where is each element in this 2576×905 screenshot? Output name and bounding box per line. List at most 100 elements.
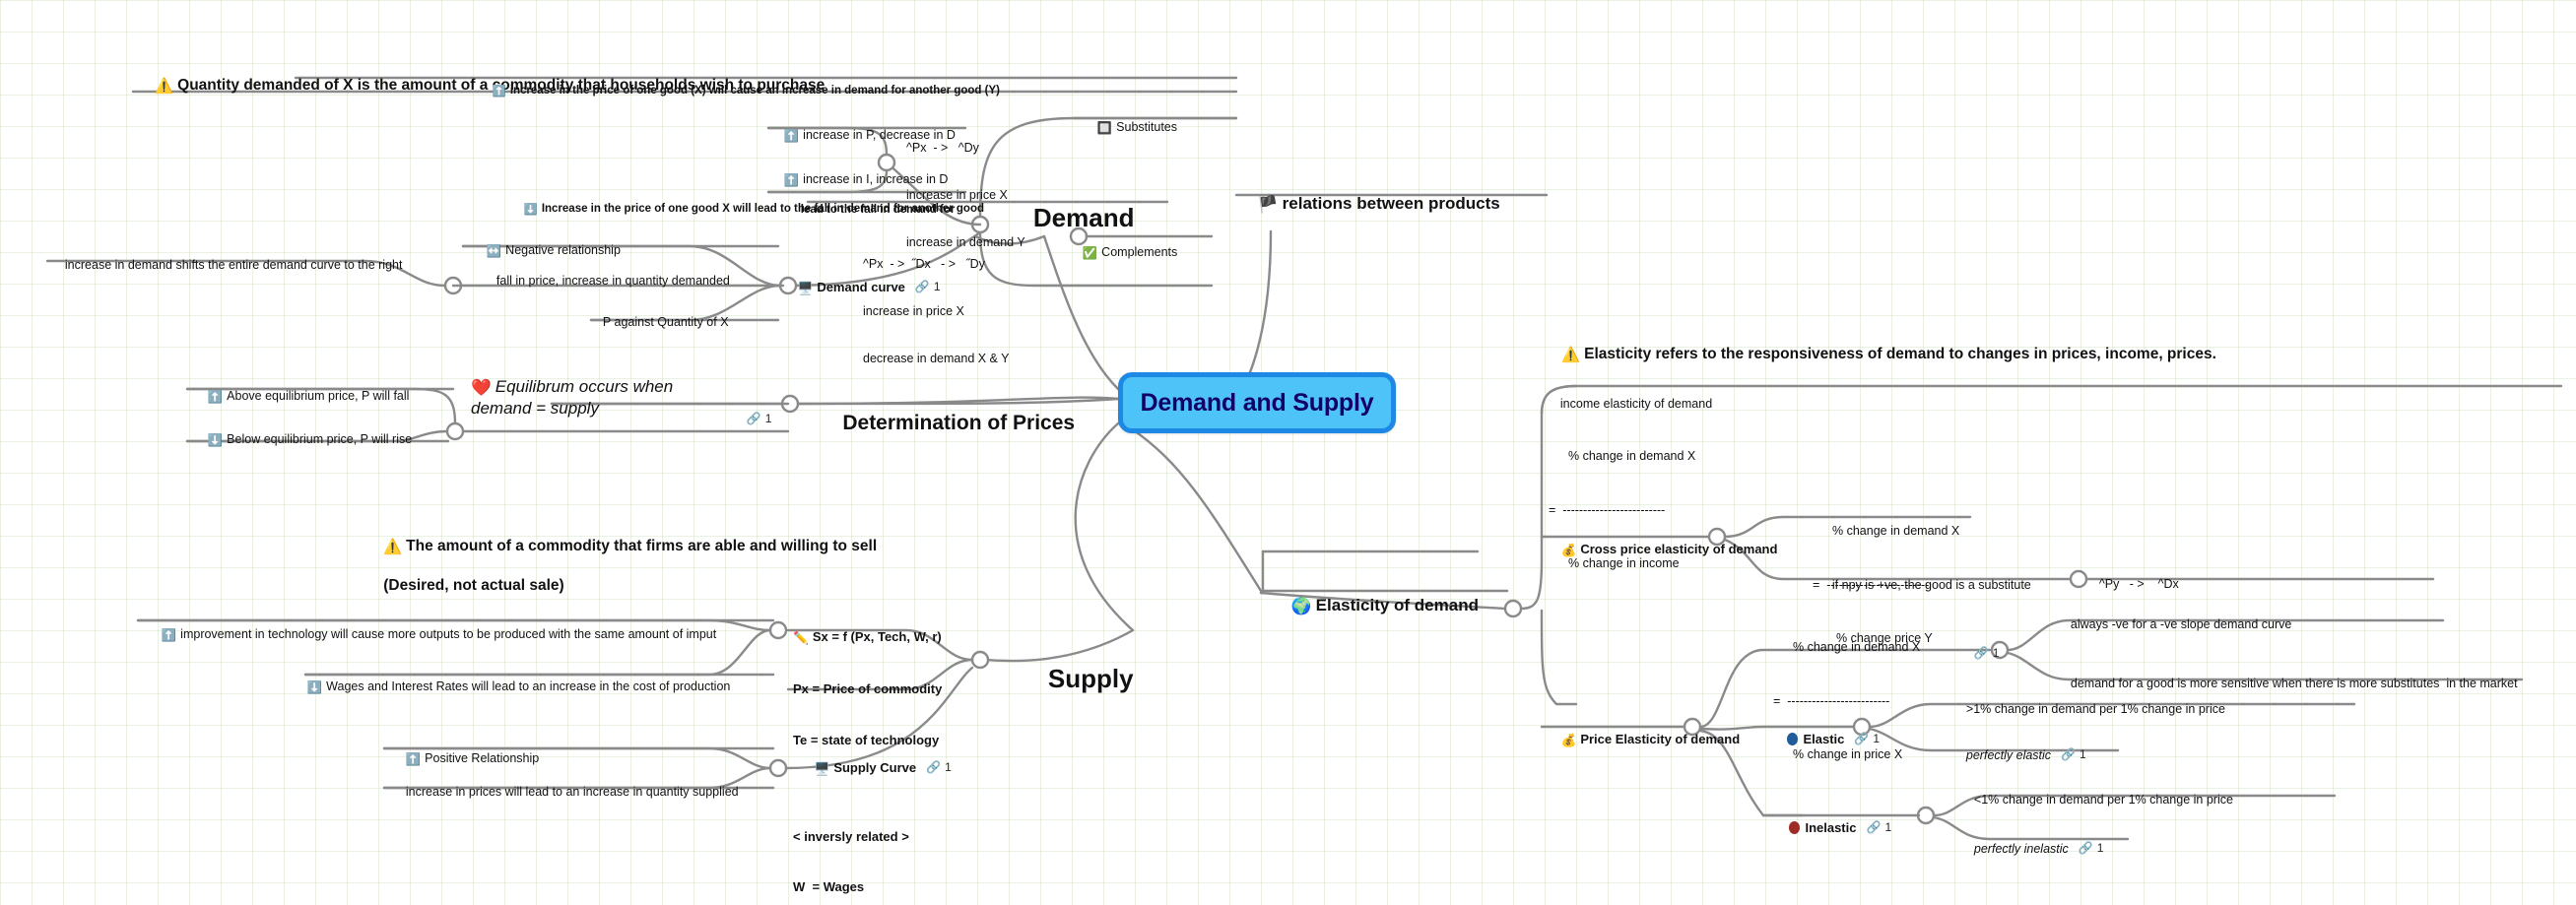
inelastic-node[interactable]: Inelastic 🔗1: [1775, 804, 1891, 853]
complements-note[interactable]: ⬇️Increase in the price of one good X wi…: [511, 187, 984, 231]
income-elasticity-formula[interactable]: % change in demand X = -----------------…: [1549, 412, 1695, 608]
warning-icon: ⚠️: [1561, 346, 1581, 363]
attachment-icon[interactable]: 🔗1: [1854, 731, 1881, 745]
white-square-icon: 🔲: [1096, 121, 1113, 135]
elasticity-callout[interactable]: ⚠️Elasticity refers to the responsivenes…: [1545, 325, 2216, 384]
cross-formula-bar: = -------------------------: [1813, 577, 1930, 592]
demand-curve-node[interactable]: 🖥️Demand curve🔗1: [783, 263, 941, 313]
substitutes-note[interactable]: ⬆️increase in the price of one good (X) …: [480, 69, 1000, 113]
arrow-up-box-icon: ⬆️: [207, 390, 224, 404]
price-formula-denominator: % change in price X: [1793, 747, 1903, 761]
attachment-icon[interactable]: 🔗1: [926, 759, 952, 774]
attachment-icon[interactable]: 🔗1: [1866, 819, 1892, 834]
price-elasticity-clip[interactable]: 🔗1: [1947, 624, 2000, 684]
attachment-icon[interactable]: 🔗1: [2078, 841, 2104, 855]
money-bag-icon: 💰: [1560, 732, 1577, 747]
attachment-icon[interactable]: 🔗1: [914, 279, 941, 293]
elastic-desc-node[interactable]: >1% change in demand per 1% change in pr…: [1952, 685, 2225, 733]
fall-in-price-node[interactable]: fall in price, increase in quantity dema…: [483, 257, 730, 304]
more-substitutes-note[interactable]: demand for a good is more sensitive when…: [2057, 660, 2518, 707]
inelastic-desc-text: <1% change in demand per 1% change in pr…: [1973, 793, 2233, 807]
price-formula-numerator: % change in demand X: [1793, 640, 1921, 655]
elastic-label: Elastic: [1803, 731, 1845, 746]
supply-branch-title[interactable]: Supply: [1020, 630, 1134, 729]
complements-node[interactable]: ✅Complements: [1069, 228, 1177, 278]
complements-note-overlap-text: lead to the fall in demand for: [800, 203, 956, 216]
cross-price-formula[interactable]: % change in demand X = -----------------…: [1813, 486, 1959, 682]
supply-formula-node[interactable]: ✏️Sx = f (Px, Tech, W, r) Px = Price of …: [793, 595, 942, 905]
red-dot-icon: [1789, 820, 1801, 834]
demand-callout[interactable]: ⚠️Quantity demanded of X is the amount o…: [138, 56, 825, 115]
arrow-up-box-icon: ⬆️: [783, 173, 800, 187]
equilibrium-text: Equilibrum occurs when demand = supply: [471, 377, 674, 419]
supply-formula-line2: Px = Price of commodity: [793, 681, 943, 697]
price-elasticity-label: Price Elasticity of demand: [1580, 731, 1741, 746]
neg-slope-note[interactable]: always -ve for a -ve slope demand curve: [2057, 601, 2291, 648]
cross-substitute-formula-text: ^Py - > ^Dx: [2098, 577, 2179, 591]
substitutes-node[interactable]: 🔲Substitutes: [1084, 103, 1177, 153]
positive-relationship-node[interactable]: ⬆️Positive Relationship: [392, 735, 539, 784]
inelastic-label: Inelastic: [1805, 819, 1857, 835]
price-qty-note-text: increase in prices will lead to an incre…: [405, 785, 739, 799]
increase-p-node[interactable]: ⬆️increase in P, decrease in D: [770, 111, 956, 161]
demand-callout-text: Quantity demanded of X is the amount of …: [177, 76, 826, 94]
demand-branch-title[interactable]: Demand: [1005, 169, 1135, 268]
positive-relationship-text: Positive Relationship: [425, 751, 540, 765]
central-node[interactable]: Demand and Supply: [1118, 372, 1396, 433]
complements-note-overlap[interactable]: lead to the fall in demand for: [788, 188, 956, 231]
arrow-up-box-icon: ⬆️: [161, 628, 177, 642]
substitutes-note-text: increase in the price of one good (X) wi…: [509, 84, 1000, 97]
arrow-up-box-icon: ⬆️: [405, 752, 422, 766]
cross-substitute-note-text: if npy is +ve, the good is a substitute: [1831, 578, 2031, 592]
px-dy-formula-line1: ^Px - > ^Dy: [906, 141, 979, 155]
equilibrium-node[interactable]: ❤️Equilibrum occurs when demand = supply: [471, 376, 717, 420]
tech-note[interactable]: ⬆️improvement in technology will cause m…: [148, 611, 716, 660]
inelastic-desc-node[interactable]: <1% change in demand per 1% change in pr…: [1960, 776, 2233, 823]
price-qty-note[interactable]: increase in prices will lead to an incre…: [392, 768, 739, 815]
below-equilibrium-node[interactable]: ⬇️Below equilibrium price, P will rise: [194, 416, 412, 465]
attachment-icon[interactable]: 🔗1: [2061, 747, 2086, 761]
prices-branch-title-text: Determination of Prices: [842, 411, 1076, 434]
supply-formula-line4: < inversly related >: [793, 828, 909, 844]
p-against-q-node[interactable]: P against Quantity of X: [589, 298, 729, 346]
supply-formula-line5: W = Wages: [793, 879, 865, 895]
perfectly-elastic-node[interactable]: perfectly elastic 🔗1: [1952, 732, 2086, 779]
elastic-node[interactable]: Elastic 🔗1: [1773, 715, 1880, 764]
arrow-down-box-icon: ⬇️: [207, 433, 224, 447]
cross-substitute-note[interactable]: if npy is +ve, the good is a substitute: [1818, 561, 2031, 609]
elasticity-branch-title[interactable]: 🌍Elasticity of demand: [1273, 573, 1479, 638]
px-dy-formula-node[interactable]: ^Px - > ^Dy increase in price X increase…: [906, 108, 1025, 282]
income-elasticity-node[interactable]: income elasticity of demand: [1547, 380, 1712, 427]
complements-label: Complements: [1101, 245, 1178, 259]
above-equilibrium-node[interactable]: ⬆️Above equilibrium price, P will fall: [194, 372, 410, 421]
cross-substitute-formula[interactable]: ^Py - > ^Dx: [2085, 560, 2179, 608]
price-formula-bar: = -------------------------: [1773, 693, 1890, 708]
attachment-icon[interactable]: 🔗1: [746, 412, 772, 426]
tech-note-text: improvement in technology will cause mor…: [180, 627, 717, 641]
price-elasticity-node[interactable]: 💰Price Elasticity of demand: [1547, 715, 1740, 765]
wages-note[interactable]: ⬇️Wages and Interest Rates will lead to …: [294, 663, 730, 712]
supply-callout-line2: (Desired, not actual sale): [383, 577, 564, 595]
arrow-up-box-icon: ⬆️: [492, 85, 506, 97]
cross-price-elasticity-node[interactable]: 💰Cross price elasticity of demand: [1547, 525, 1777, 575]
increase-i-node[interactable]: ⬆️increase in I, increase in D: [770, 156, 949, 205]
demand-curve-label: Demand curve: [817, 279, 905, 294]
perfectly-inelastic-node[interactable]: perfectly inelastic🔗1: [1960, 825, 2104, 873]
supply-callout[interactable]: ⚠️The amount of a commodity that firms a…: [366, 517, 877, 615]
perfectly-elastic-text: perfectly elastic: [1965, 748, 2052, 762]
equilibrium-clip[interactable]: 🔗1: [719, 390, 772, 450]
supply-callout-line1: The amount of a commodity that firms are…: [406, 537, 878, 554]
px-dx-dy-formula-node[interactable]: ^Px - > ˝Dx - > ˝Dy increase in price X …: [863, 225, 1009, 398]
negative-relationship-node[interactable]: ↔️Negative relationship: [473, 226, 621, 276]
px-dy-formula-line3: increase in demand Y: [906, 235, 1025, 249]
arrow-up-box-icon: ⬆️: [783, 129, 800, 143]
price-elasticity-formula[interactable]: % change in demand X = -----------------…: [1773, 603, 1920, 799]
demand-shift-note[interactable]: increase in demand shifts the entire dem…: [51, 241, 403, 289]
prices-branch-title[interactable]: Determination of Prices: [820, 384, 1075, 464]
supply-curve-node[interactable]: 🖥️Supply Curve🔗1: [800, 743, 952, 794]
attachment-icon[interactable]: 🔗1: [1973, 646, 2000, 661]
income-elasticity-label: income elasticity of demand: [1559, 397, 1713, 411]
relations-between-products-node[interactable]: 🏴relations between products: [1239, 171, 1500, 236]
wages-note-text: Wages and Interest Rates will lead to an…: [326, 679, 731, 693]
